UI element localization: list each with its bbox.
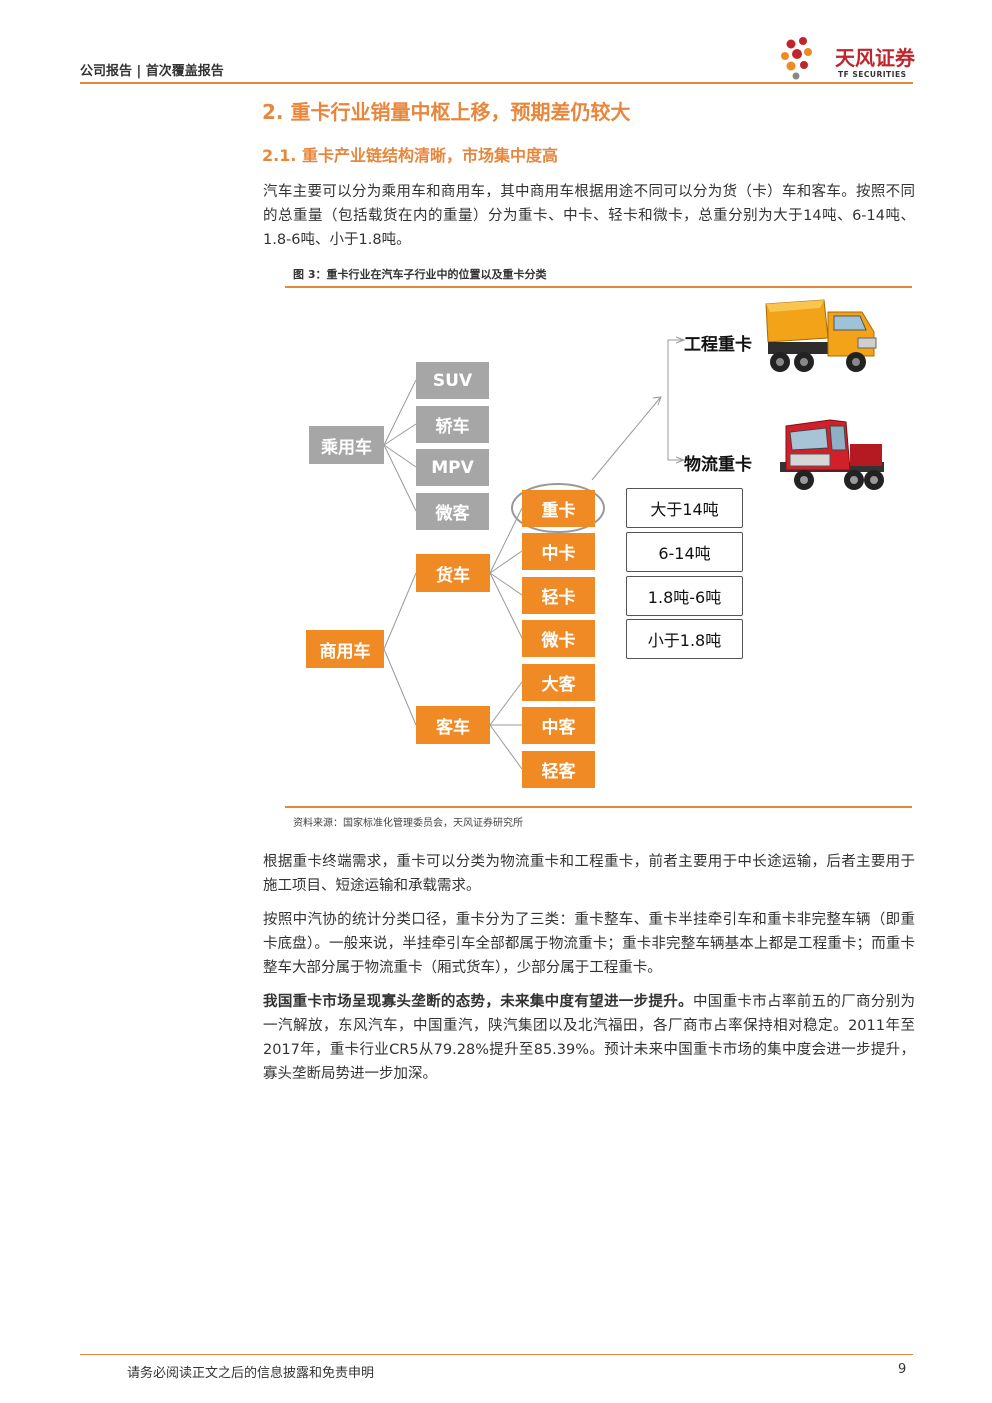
paragraph-market-concentration: 我国重卡市场呈现寡头垄断的态势，未来集中度有望进一步提升。中国重卡市占率前五的厂…: [263, 990, 915, 1086]
paragraph-heavy-truck-demand: 根据重卡终端需求，重卡可以分类为物流重卡和工程重卡，前者主要用于中长途运输，后者…: [263, 854, 915, 894]
footer-disclaimer: 请务必阅读正文之后的信息披露和免责申明: [127, 1366, 375, 1381]
mpv-box: MPV: [416, 449, 489, 486]
subsection-heading: 2.1. 重卡产业链结构清晰，市场集中度高: [262, 146, 558, 165]
suv-box: SUV: [416, 362, 489, 399]
header-divider: [80, 82, 913, 84]
figure-source: 资料来源：国家标准化管理委员会，天风证券研究所: [293, 818, 523, 829]
weight-medium: 6-14吨: [626, 532, 743, 572]
tf-securities-logo: [781, 37, 812, 80]
logistics-truck-label: 物流重卡: [684, 455, 752, 475]
paragraph-detail: 中国重卡市占率前五的厂商分别为一汽解放，东风汽车，中国重汽，陕汽集团以及北汽福田…: [263, 994, 916, 1082]
tractor-truck-image: [780, 419, 884, 490]
paragraph-key-point: 我国重卡市场呈现寡头垄断的态势，未来集中度有望进一步提升。: [263, 994, 693, 1010]
engineering-truck-label: 工程重卡: [684, 335, 752, 355]
weight-light: 1.8吨-6吨: [626, 576, 743, 616]
figure-caption: 图 3：重卡行业在汽车子行业中的位置以及重卡分类: [293, 268, 547, 281]
bus-box: 客车: [416, 706, 490, 744]
weight-heavy: 大于14吨: [626, 488, 743, 528]
passenger-car-box: 乘用车: [309, 426, 384, 464]
mini-truck-box: 微卡: [522, 620, 595, 657]
dump-truck-image: [765, 299, 877, 372]
sedan-box: 轿车: [416, 406, 489, 443]
section-heading: 2. 重卡行业销量中枢上移，预期差仍较大: [262, 100, 631, 124]
truck-box: 货车: [416, 554, 490, 592]
footer-divider: [80, 1354, 913, 1355]
medium-bus-box: 中客: [522, 707, 595, 744]
light-truck-box: 轻卡: [522, 577, 595, 614]
weight-mini: 小于1.8吨: [626, 619, 743, 659]
minibus-box: 微客: [416, 493, 489, 530]
logo-chinese-name: 天风证券: [835, 46, 915, 70]
light-bus-box: 轻客: [522, 751, 595, 788]
heavy-truck-box: 重卡: [522, 490, 595, 527]
paragraph-vehicle-classification: 汽车主要可以分为乘用车和商用车，其中商用车根据用途不同可以分为货（卡）车和客车。…: [263, 184, 915, 248]
paragraph-caam-classification: 按照中汽协的统计分类口径，重卡分为了三类：重卡整车、重卡半挂牵引车和重卡非完整车…: [263, 912, 915, 976]
figure-bottom-rule: [285, 806, 912, 808]
figure-top-rule: [285, 286, 912, 288]
medium-truck-box: 中卡: [522, 533, 595, 570]
large-bus-box: 大客: [522, 664, 595, 701]
commercial-vehicle-box: 商用车: [306, 630, 384, 668]
page-number: 9: [898, 1362, 907, 1377]
logo-english-name: TF SECURITIES: [838, 70, 907, 79]
header-report-type: 公司报告 | 首次覆盖报告: [80, 64, 224, 79]
